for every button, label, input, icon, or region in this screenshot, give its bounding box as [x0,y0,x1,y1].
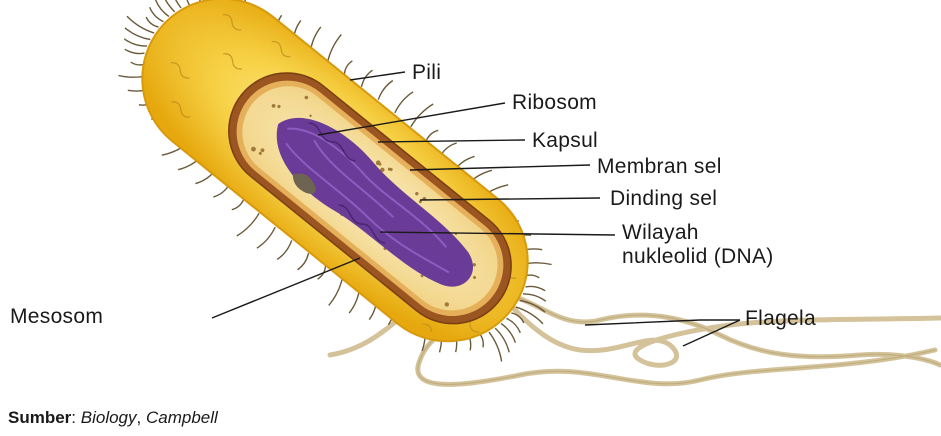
source-caption: Sumber: Biology, Campbell [8,408,218,428]
pilus [257,227,275,248]
pilus [277,240,292,259]
label-dinding-sel: Dinding sel [610,188,717,210]
pilus [378,81,393,100]
pilus [426,130,438,141]
source-prefix: Sumber [8,408,71,427]
label-wilayah: Wilayah [622,222,699,244]
pilus [125,49,145,53]
pilus [237,213,259,236]
label-flagela: Flagela [745,308,816,330]
pilus [344,61,352,75]
pilus [146,17,158,27]
pilus [501,324,515,343]
source-author: Campbell [146,408,218,427]
label-mesosom: Mesosom [10,306,103,328]
pilus [495,328,509,352]
pilus [526,286,546,290]
source-separator: : [71,408,80,427]
label-membran-sel: Membran sel [597,156,722,178]
label-pili: Pili [412,62,441,84]
pilus [298,253,309,270]
pilus [124,39,147,46]
label-ribosom: Ribosom [512,92,597,114]
source-title: Biology [81,408,137,427]
pilus [489,332,502,361]
pilus [327,35,341,64]
pilus [395,92,413,113]
source-author-separator: , [137,408,146,427]
label-kapsul: Kapsul [532,130,598,152]
label-nukleoid: nukleolid (DNA) [622,246,774,268]
pilus [232,199,244,210]
pilus [127,16,154,33]
pilus [161,0,175,12]
pilus [329,277,343,306]
